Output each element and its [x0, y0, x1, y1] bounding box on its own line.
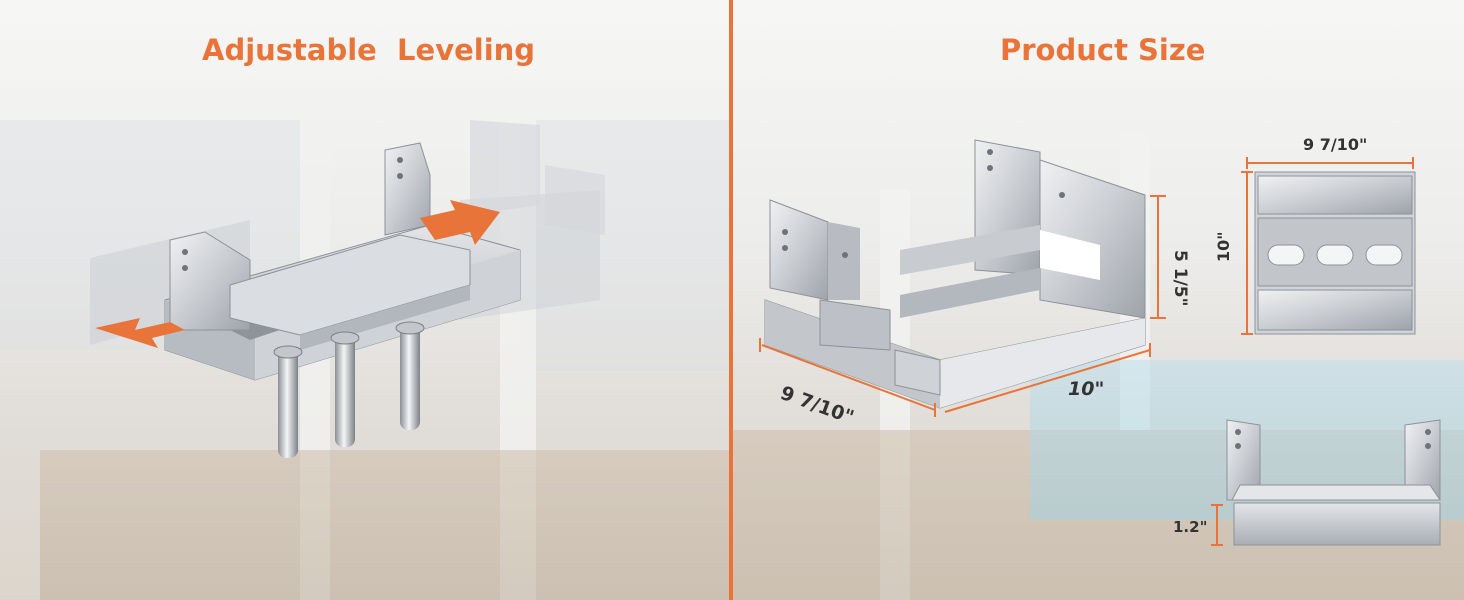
- top-view-width-label: 9 7/10": [1303, 135, 1368, 154]
- width-dimension-label: 10": [1068, 378, 1105, 400]
- product-dimension-view: [759, 139, 1166, 417]
- side-view-height-label: 1.2": [1173, 518, 1208, 536]
- adjustable-bracket: [90, 120, 605, 458]
- side-view: [1211, 419, 1441, 546]
- anchor-bolt-icon: [273, 321, 425, 458]
- adjustable-leveling-title: Adjustable Leveling: [202, 33, 536, 67]
- height-dimension-label: 5 1/5": [1170, 250, 1190, 307]
- top-view-height-label: 10": [1214, 231, 1233, 262]
- top-view: [1241, 157, 1416, 335]
- panel-divider: [729, 0, 733, 600]
- left-arrow-icon: [95, 318, 185, 348]
- right-arrow-icon: [420, 200, 500, 245]
- product-size-title: Product Size: [1000, 33, 1206, 67]
